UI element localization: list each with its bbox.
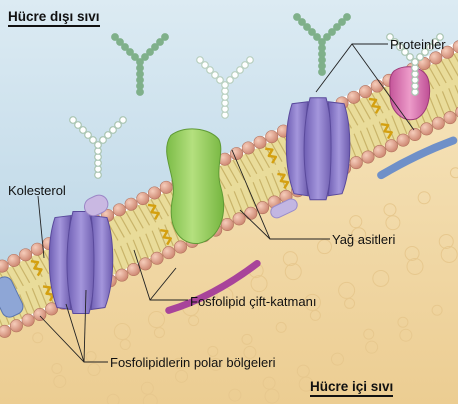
phospholipid-head (139, 258, 151, 270)
sugar-bead (344, 14, 351, 21)
phospholipid-head (31, 243, 43, 255)
phospholipid-head (137, 192, 149, 204)
phospholipid-head (125, 198, 137, 210)
pink-protein-body (390, 67, 430, 120)
outside-fluid-title: Hücre dışı sıvı (8, 9, 100, 27)
phospholipid-head (409, 128, 421, 140)
phospholipid-head (266, 130, 278, 142)
fatty-acids-label: Yağ asitleri (332, 232, 395, 247)
phospholipid-head (430, 52, 442, 64)
phospholipid-head (385, 140, 397, 152)
phospholipid-head (374, 145, 386, 157)
polar-regions-label: Fosfolipidlerin polar bölgeleri (110, 355, 275, 370)
phospholipid-head (148, 187, 160, 199)
phospholipid-head (10, 320, 22, 332)
phospholipid-head (371, 80, 383, 92)
pink-protein (390, 67, 430, 120)
sugar-bead (120, 117, 127, 124)
phospholipid-head (113, 204, 125, 216)
phospholipid-head (230, 147, 242, 159)
phospholipid-head (127, 263, 139, 275)
sugar-bead (197, 57, 204, 64)
phospholipid-head (245, 207, 257, 219)
phospholipid-head (362, 151, 374, 163)
bilayer-label: Fosfolipid çift-katmanı (190, 294, 316, 309)
sugar-bead (70, 117, 77, 124)
sugar-bead (112, 34, 119, 41)
phospholipid-head (432, 117, 444, 129)
phospholipid-head (19, 249, 31, 261)
sugar-bead (247, 57, 254, 64)
channel-protein-right (286, 98, 350, 200)
phospholipid-head (350, 156, 362, 168)
phospholipid-head (174, 241, 186, 253)
phospholipid-head (163, 246, 175, 258)
phospholipid-head (420, 123, 432, 135)
channel-protein-left (49, 212, 113, 314)
protein-subunit (67, 212, 95, 314)
sugar-bead (294, 14, 301, 21)
phospholipid-head (34, 308, 46, 320)
phospholipid-head (116, 269, 128, 281)
phospholipid-head (254, 136, 266, 148)
globular-protein (167, 129, 224, 244)
phospholipid-head (397, 134, 409, 146)
proteins-label: Proteinler (390, 37, 446, 52)
phospholipid-head (242, 142, 254, 154)
phospholipid-head (359, 85, 371, 97)
phospholipid-head (221, 218, 233, 230)
globular-protein-body (167, 129, 224, 244)
phospholipid-head (233, 213, 245, 225)
protein-subunit (304, 98, 332, 200)
phospholipid-head (444, 111, 456, 123)
phospholipid-head (160, 181, 172, 193)
phospholipid-head (348, 91, 360, 103)
sugar-bead (162, 34, 169, 41)
inside-fluid-title: Hücre içi sıvı (310, 379, 393, 397)
phospholipid-head (22, 314, 34, 326)
phospholipid-head (0, 325, 11, 337)
phospholipid-head (8, 254, 20, 266)
phospholipid-head (151, 252, 163, 264)
cholesterol-label: Kolesterol (8, 183, 66, 198)
